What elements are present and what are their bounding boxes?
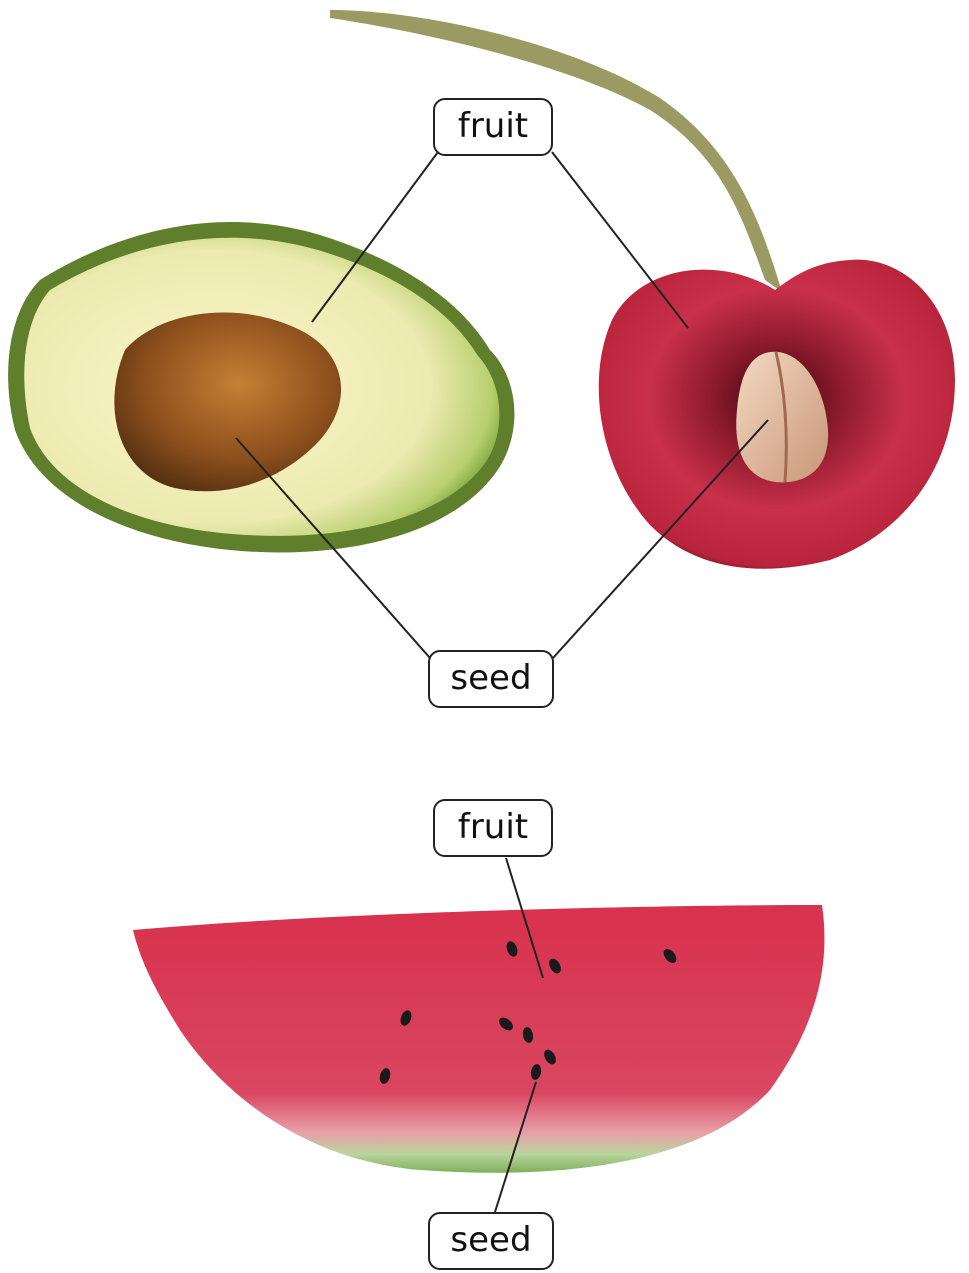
label-seed-top: seed (428, 650, 554, 708)
watermelon-illustration (133, 905, 824, 1173)
leader-line-cherry-fruit (552, 152, 688, 328)
label-fruit-bottom: fruit (433, 799, 553, 857)
watermelon-slice (133, 905, 824, 1173)
label-fruit-top: fruit (433, 98, 553, 156)
label-seed-bottom: seed (428, 1212, 554, 1270)
avocado-illustration (8, 222, 514, 552)
cherry-stem (330, 10, 782, 292)
